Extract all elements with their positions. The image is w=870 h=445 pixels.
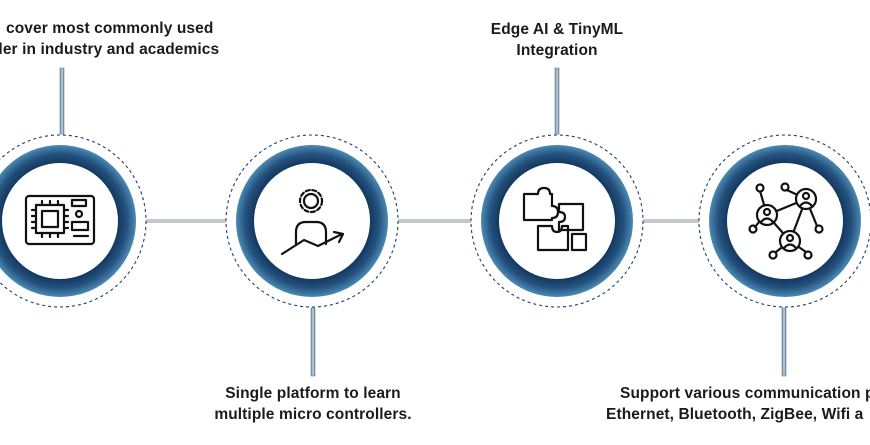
caption-1-line-2: ller in industry and academics — [0, 41, 220, 58]
connector-line-3 — [554, 67, 560, 135]
microcontroller-board-icon — [24, 194, 96, 246]
timeline-node-4 — [698, 134, 870, 308]
caption-4-line-2: Ethernet, Bluetooth, ZigBee, Wifi a — [606, 406, 864, 423]
caption-1-line-1: cover most commonly used — [6, 20, 214, 37]
connector-line-2 — [310, 307, 316, 377]
caption-3-line-2: Integration — [516, 42, 598, 59]
puzzle-pieces-icon — [522, 186, 588, 252]
caption-2-line-2: multiple micro controllers. — [214, 406, 412, 423]
person-gear-growth-icon — [280, 188, 345, 256]
connector-line-4 — [781, 307, 787, 377]
timeline-node-2 — [225, 134, 399, 308]
caption-3-line-1: Edge AI & TinyML — [490, 21, 624, 38]
network-people-icon — [748, 182, 824, 260]
timeline-node-3 — [470, 134, 644, 308]
timeline-node-1 — [0, 134, 147, 308]
caption-3: Edge AI & TinyML Integration — [467, 19, 647, 61]
caption-4-line-1: Support various communication p — [620, 385, 870, 402]
horizontal-connector-line — [0, 219, 870, 223]
caption-4: Support various communication p Ethernet… — [606, 383, 870, 425]
caption-1: cover most commonly used ller in industr… — [0, 18, 234, 60]
connector-line-1 — [59, 67, 65, 135]
caption-2-line-1: Single platform to learn — [225, 385, 401, 402]
caption-2: Single platform to learn multiple micro … — [200, 383, 426, 425]
